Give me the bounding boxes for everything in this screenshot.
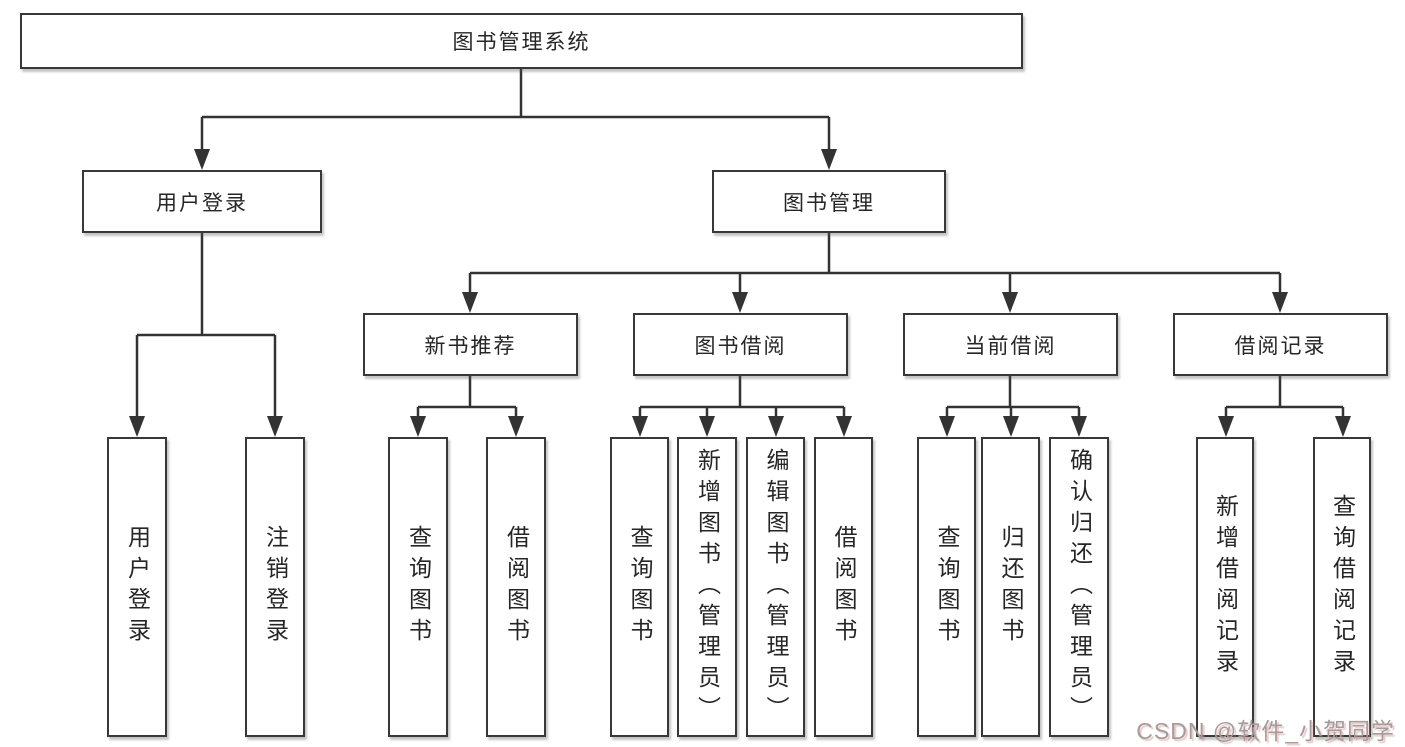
node-book-management-label: 图书管理 bbox=[783, 191, 875, 215]
csdn-watermark: CSDN @软件_小贺同学 bbox=[1136, 718, 1395, 744]
leaf-add-borrow-record: 新增借阅记录 bbox=[1196, 437, 1254, 737]
leaf-add-books-admin: 新增图书（管理员） bbox=[677, 437, 737, 737]
node-root-label: 图书管理系统 bbox=[452, 31, 591, 54]
node-borrow-records-label: 借阅记录 bbox=[1234, 334, 1327, 358]
node-new-book-recommend: 新书推荐 bbox=[363, 313, 578, 376]
leaf-logout: 注销登录 bbox=[245, 437, 305, 737]
node-root: 图书管理系统 bbox=[20, 13, 1023, 69]
leaf-confirm-return-admin: 确认归还（管理员） bbox=[1049, 437, 1109, 737]
node-book-management: 图书管理 bbox=[712, 170, 946, 233]
leaf-user-login: 用户登录 bbox=[107, 437, 167, 737]
leaf-borrow-books-recommend: 借阅图书 bbox=[486, 437, 546, 737]
node-new-book-recommend-label: 新书推荐 bbox=[424, 334, 517, 358]
node-user-login: 用户登录 bbox=[82, 170, 322, 233]
node-book-borrow: 图书借阅 bbox=[633, 313, 848, 376]
node-current-borrow: 当前借阅 bbox=[903, 313, 1118, 376]
node-current-borrow-label: 当前借阅 bbox=[964, 334, 1057, 358]
leaf-return-books: 归还图书 bbox=[981, 437, 1040, 737]
node-book-borrow-label: 图书借阅 bbox=[694, 334, 787, 358]
node-user-login-label: 用户登录 bbox=[156, 191, 248, 215]
leaf-edit-books-admin: 编辑图书（管理员） bbox=[746, 437, 805, 737]
leaf-query-books-recommend: 查询图书 bbox=[388, 437, 448, 737]
node-borrow-records: 借阅记录 bbox=[1173, 313, 1388, 376]
leaf-query-books-current: 查询图书 bbox=[917, 437, 976, 737]
leaf-borrow-books: 借阅图书 bbox=[814, 437, 873, 737]
leaf-query-books-borrow: 查询图书 bbox=[610, 437, 669, 737]
leaf-query-borrow-record: 查询借阅记录 bbox=[1313, 437, 1371, 737]
